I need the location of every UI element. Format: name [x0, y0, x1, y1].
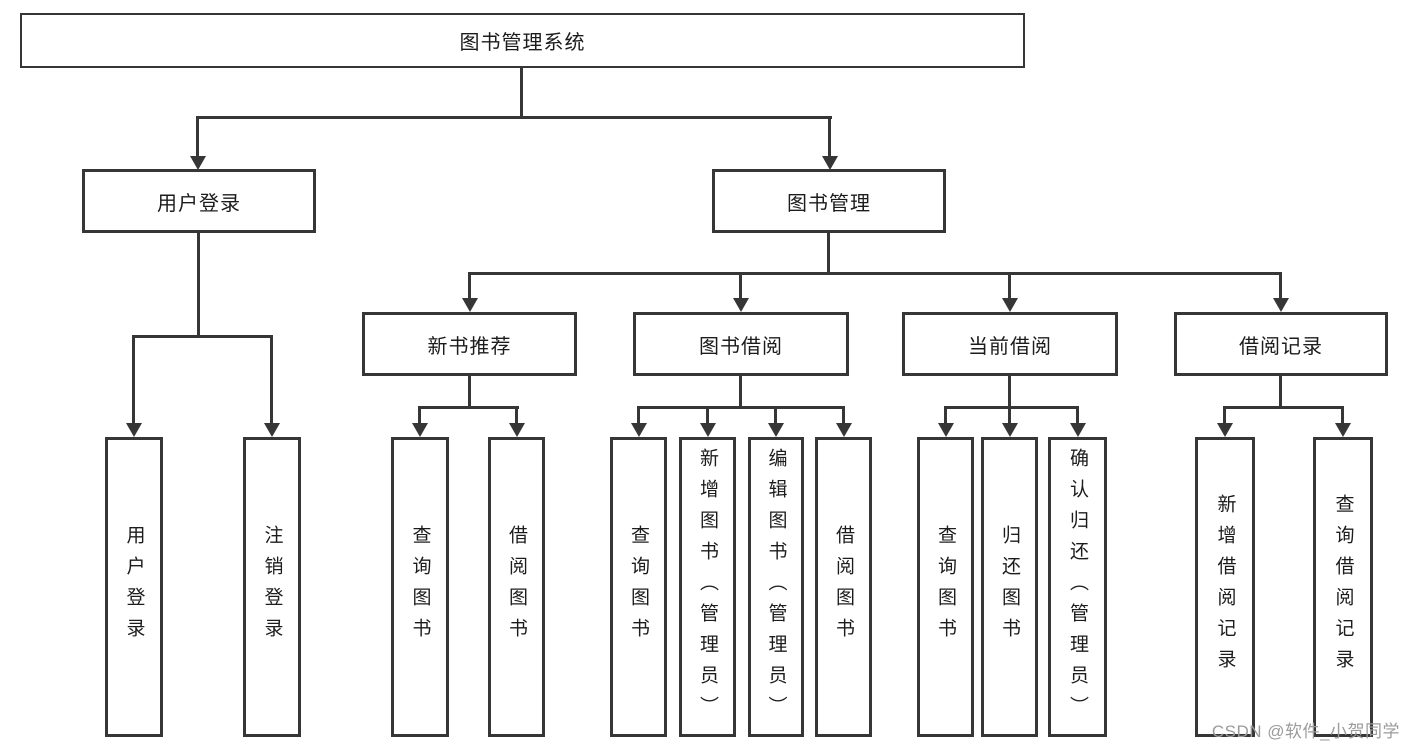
- arrow-down-to-leaf-edit-books: [774, 406, 777, 423]
- leaf-query-books-2: 查询图书: [610, 437, 667, 737]
- arrow-down-to-leaf-query-record: [1341, 406, 1344, 423]
- leaf-confirm-return-admin: 确认归还（管理员）: [1048, 437, 1107, 737]
- node-user-login: 用户登录: [82, 169, 316, 233]
- node-book-management: 图书管理: [712, 169, 946, 233]
- connector-borrow-record-stem: [1279, 376, 1282, 409]
- leaf-edit-books-admin: 编辑图书（管理员）: [748, 437, 804, 737]
- arrow-down-to-book-management: [828, 116, 831, 156]
- connector-borrow-record-bar: [1223, 406, 1344, 409]
- connector-book-management-bar: [468, 272, 1281, 275]
- node-borrow-record: 借阅记录: [1174, 312, 1388, 376]
- arrow-down-to-book-borrow: [739, 272, 742, 298]
- connector-user-login-stem: [197, 233, 200, 338]
- leaf-return-books: 归还图书: [981, 437, 1038, 737]
- connector-book-management-stem: [827, 233, 830, 275]
- arrow-down-to-leaf-query-books-3: [944, 406, 947, 423]
- leaf-logout: 注销登录: [243, 437, 301, 737]
- arrow-down-to-leaf-add-books: [706, 406, 709, 423]
- connector-book-borrow-bar: [637, 406, 845, 409]
- arrow-down-to-user-login: [196, 116, 199, 156]
- leaf-query-books-3: 查询图书: [917, 437, 974, 737]
- arrow-down-to-leaf-query-books-1: [418, 406, 421, 423]
- connector-new-book-stem: [468, 376, 471, 409]
- leaf-add-books-admin: 新增图书（管理员）: [679, 437, 736, 737]
- node-current-borrow: 当前借阅: [902, 312, 1118, 376]
- connector-current-borrow-bar: [944, 406, 1079, 409]
- arrow-down-to-leaf-borrow-books-1: [515, 406, 518, 423]
- node-new-book-recommend: 新书推荐: [362, 312, 577, 376]
- arrow-down-to-leaf-user-login: [132, 335, 135, 423]
- connector-user-login-bar: [132, 335, 273, 338]
- arrow-down-to-leaf-add-record: [1223, 406, 1226, 423]
- connector-root-stem: [520, 68, 523, 118]
- node-library-management-system: 图书管理系统: [20, 13, 1025, 68]
- connector-book-borrow-stem: [739, 376, 742, 409]
- connector-current-borrow-stem: [1008, 376, 1011, 409]
- arrow-down-to-leaf-query-books-2: [637, 406, 640, 423]
- arrow-down-to-current-borrow: [1008, 272, 1011, 298]
- arrow-down-to-leaf-logout: [270, 335, 273, 423]
- leaf-borrow-books-1: 借阅图书: [488, 437, 545, 737]
- arrow-down-to-leaf-confirm-return: [1076, 406, 1079, 423]
- node-book-borrow: 图书借阅: [633, 312, 849, 376]
- leaf-user-login: 用户登录: [105, 437, 163, 737]
- arrow-down-to-new-book-recommend: [468, 272, 471, 298]
- leaf-add-borrow-record: 新增借阅记录: [1195, 437, 1255, 737]
- connector-new-book-bar: [418, 406, 519, 409]
- arrow-down-to-leaf-return-books: [1008, 406, 1011, 423]
- arrow-down-to-leaf-borrow-books-2: [842, 406, 845, 423]
- leaf-query-borrow-record: 查询借阅记录: [1313, 437, 1373, 737]
- arrow-down-to-borrow-record: [1279, 272, 1282, 298]
- leaf-borrow-books-2: 借阅图书: [815, 437, 872, 737]
- connector-root-bar: [196, 116, 832, 119]
- csdn-watermark: CSDN @软件_小贺同学: [1211, 722, 1400, 741]
- leaf-query-books-1: 查询图书: [391, 437, 449, 737]
